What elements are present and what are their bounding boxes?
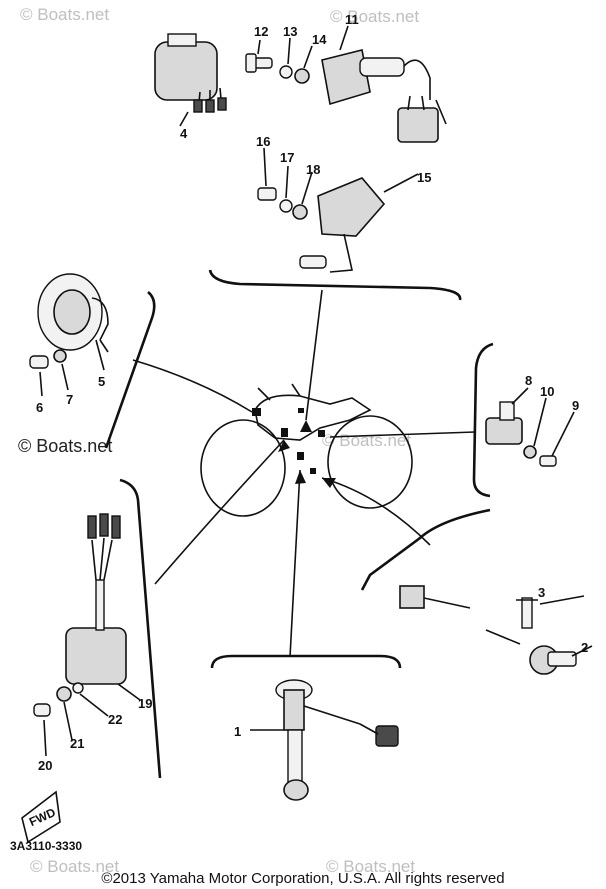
callout-19: 19 — [138, 696, 152, 711]
callout-2: 2 — [581, 640, 588, 655]
neutral-switch-part-2 — [399, 585, 593, 675]
motorcycle-silhouette — [200, 383, 413, 517]
callout-14: 14 — [312, 32, 327, 47]
connector-lines — [132, 289, 476, 658]
callout-3: 3 — [538, 585, 545, 600]
callout-1: 1 — [234, 724, 241, 739]
group-brackets — [104, 269, 494, 779]
callout-6: 6 — [36, 400, 43, 415]
callout-20: 20 — [38, 758, 52, 773]
diagram-code: 3A3110-3330 — [10, 839, 82, 853]
callout-21: 21 — [70, 736, 84, 751]
watermark-middle-left: © Boats.net — [18, 436, 112, 456]
callout-9: 9 — [572, 398, 579, 413]
watermark-top-left: © Boats.net — [20, 5, 109, 24]
forward-arrow-mark: FWD — [21, 790, 61, 844]
callout-18: 18 — [306, 162, 320, 177]
horn-part-5 — [29, 273, 109, 397]
callout-12: 12 — [254, 24, 268, 39]
callout-10: 10 — [540, 384, 554, 399]
watermark-bottom-left: © Boats.net — [30, 857, 119, 876]
switch-part-8 — [485, 387, 575, 467]
watermark-top-right: © Boats.net — [330, 7, 419, 26]
callout-13: 13 — [283, 24, 297, 39]
callout-11: 11 — [345, 12, 359, 27]
callout-labels: 3 2 1 4 5 6 7 8 9 10 11 12 13 14 15 16 1… — [36, 12, 588, 773]
callout-22: 22 — [108, 712, 122, 727]
ignition-coil-part-11 — [321, 25, 447, 143]
copyright-notice: ©2013 Yamaha Motor Corporation, U.S.A. A… — [101, 870, 505, 887]
cdi-unit-part-19 — [33, 513, 141, 757]
relay-part-4 — [154, 33, 227, 127]
callout-8: 8 — [525, 373, 532, 388]
callout-4: 4 — [180, 126, 188, 141]
regulator-part-15 — [257, 147, 419, 273]
callout-15: 15 — [417, 170, 431, 185]
sender-part-1 — [250, 679, 399, 801]
callout-17: 17 — [280, 150, 294, 165]
watermark-middle-right: © Boats.net — [322, 431, 411, 450]
callout-16: 16 — [256, 134, 270, 149]
callout-5: 5 — [98, 374, 105, 389]
callout-7: 7 — [66, 392, 73, 407]
watermark-bottom-right: © Boats.net — [326, 857, 415, 876]
fasteners-12-13-14 — [245, 37, 313, 84]
